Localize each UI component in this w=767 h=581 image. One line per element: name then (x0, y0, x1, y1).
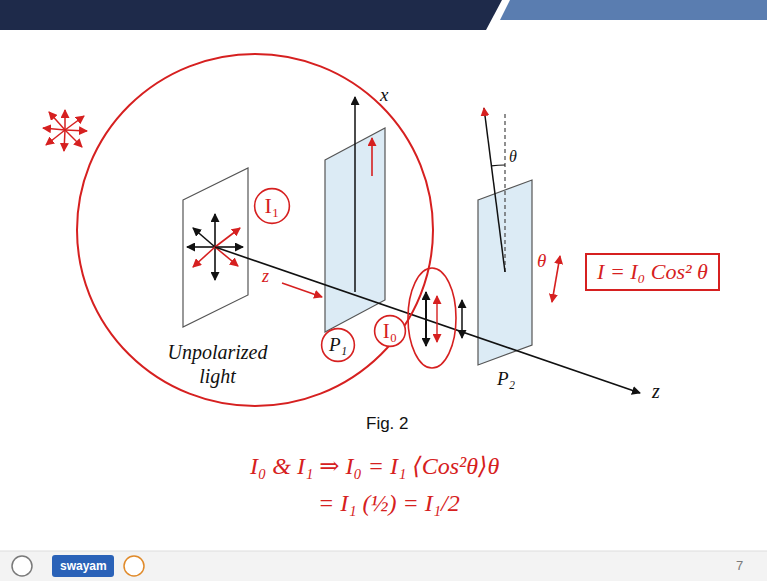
red-star (43, 110, 87, 151)
formula-box-outline (586, 254, 719, 290)
source-field-arrows (193, 228, 215, 247)
intensity-circle: I₁ (253, 187, 291, 225)
polarized-field-arrows (408, 268, 462, 368)
analyser-axis (504, 112, 505, 272)
node-label: I₁ (265, 193, 280, 218)
polarizer-plane (325, 128, 532, 365)
x-axis (354, 97, 356, 292)
figure-caption: Fig. 2 (366, 414, 409, 434)
red-star (49, 112, 65, 130)
bottom-bar (0, 551, 767, 552)
polarizer-label: P₂ (497, 368, 515, 390)
handwritten-equation: = I₁ (½) = I₁/2 (318, 490, 460, 517)
angle-label: θ (509, 148, 517, 166)
red-star (65, 130, 87, 131)
source-field-arrows (187, 246, 215, 248)
red-star (64, 110, 66, 130)
bottom-bar (0, 551, 767, 581)
x-axis (355, 97, 372, 292)
formula-box: I = I₀ Cos² θ (585, 253, 720, 291)
source-field-arrows (215, 228, 240, 247)
red-star (65, 116, 84, 130)
node-label: Unpolarized light (160, 340, 275, 388)
source-field-arrows (215, 246, 243, 248)
red-star (43, 128, 65, 130)
polarized-field-arrows (436, 296, 437, 342)
node-label: I₀ (383, 319, 397, 343)
analyser-axis (552, 256, 560, 302)
propagation-axis (215, 247, 640, 393)
top-band (0, 0, 767, 30)
polarizer-circle-outline (322, 329, 355, 362)
polarized-field-arrows (408, 268, 456, 368)
x-axis (371, 138, 373, 176)
bottom-bar (124, 556, 144, 576)
polarized-field-arrows (461, 300, 463, 338)
intensity-circle: I₀ (373, 314, 407, 348)
bottom-bar (12, 556, 32, 576)
analyser-axis (484, 108, 560, 302)
red-star (64, 130, 65, 151)
bottom-bar (52, 555, 114, 577)
bottom-bar (0, 551, 767, 581)
axis-label: x (380, 84, 388, 106)
propagation-axis (282, 283, 322, 297)
logo-text: swayam (60, 559, 107, 573)
handwritten-equation: I₀ & I₁ ⇒ I₀ = I₁ ⟨Cos²θ⟩θ (250, 452, 499, 480)
node-label: I = I₀ Cos² θ (597, 259, 708, 284)
page-number: 7 (736, 558, 743, 573)
red-star (46, 130, 65, 145)
source-field-arrows (193, 247, 215, 267)
region-ellipse-outline (77, 54, 433, 406)
intensity-circle-outline (255, 189, 290, 224)
top-band (500, 0, 767, 20)
propagation-axis (215, 247, 640, 393)
region-ellipse: Unpolarized light I₁ P₁ I₀ (75, 52, 435, 408)
red-star (65, 130, 82, 147)
source-field-arrows (214, 247, 216, 280)
polarized-field-arrows (425, 292, 427, 346)
handwritten-note: θ (537, 250, 546, 272)
intensity-circle-outline (375, 316, 406, 347)
source-field-arrows (214, 214, 216, 247)
analyser-axis (484, 108, 505, 272)
source-field-arrows (215, 247, 238, 266)
axis-label: z (652, 380, 660, 403)
polarizer-circle: P₁ (320, 327, 356, 363)
top-band (0, 0, 502, 30)
node-label: P₁ (329, 334, 347, 356)
analyser-axis (491, 164, 505, 166)
handwritten-note: z (262, 266, 269, 287)
